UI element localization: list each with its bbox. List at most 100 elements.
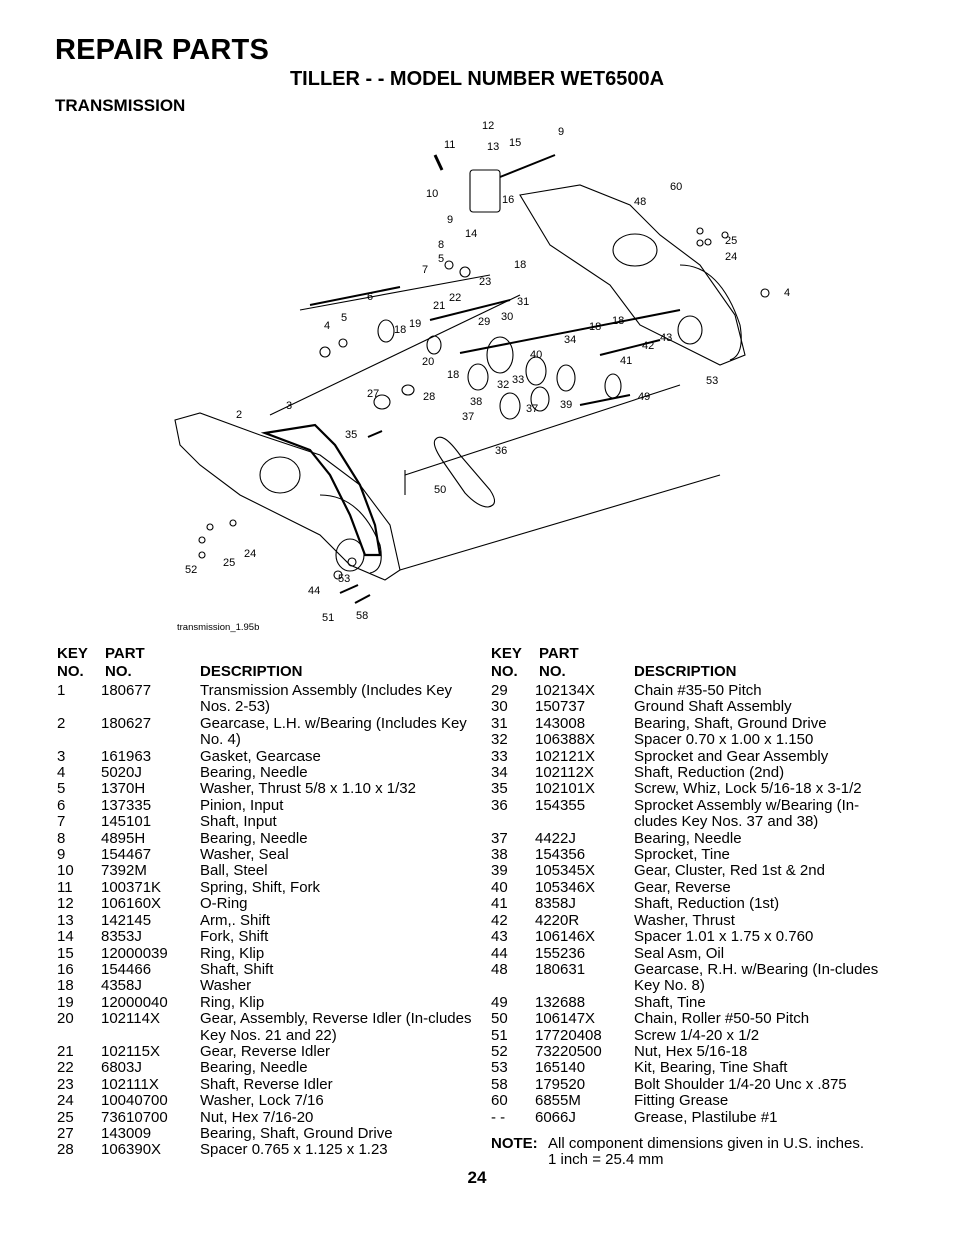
- callout-number: 16: [502, 194, 514, 206]
- callout-number: 50: [434, 484, 446, 496]
- part-number: 8353J: [101, 928, 142, 946]
- callout-number: 31: [517, 296, 529, 308]
- part-description: Pinion, Input: [200, 796, 284, 814]
- callout-number: 39: [560, 399, 572, 411]
- note-label: NOTE:: [491, 1135, 538, 1152]
- part-number: 12000039: [101, 944, 168, 962]
- part-number: 6803J: [101, 1059, 142, 1077]
- description-header: DESCRIPTION: [634, 663, 737, 680]
- part-number: 5020J: [101, 764, 142, 782]
- needle-bearing: [319, 346, 331, 358]
- callout-number: 53: [706, 375, 718, 387]
- part-key-number: 50: [491, 1010, 508, 1028]
- part-description: Transmission Assembly (Includes Key Nos.…: [200, 682, 453, 716]
- part-number: 165140: [535, 1059, 586, 1077]
- part-description: Ground Shaft Assembly: [634, 698, 792, 716]
- callout-number: 27: [367, 388, 379, 400]
- callout-number: 40: [530, 349, 542, 361]
- key-header-line2: NO.: [491, 663, 518, 680]
- gearcase-gasket: [260, 423, 382, 557]
- part-key-number: 2: [57, 714, 66, 732]
- callout-number: 7: [422, 264, 428, 276]
- key-header-line1: KEY: [57, 645, 88, 662]
- part-number: 6855M: [535, 1092, 581, 1110]
- part-number: 100371K: [101, 878, 162, 896]
- roller-chain: [433, 436, 496, 508]
- reverse-gear: [556, 364, 576, 392]
- callout-number: 18: [394, 324, 406, 336]
- model-subtitle: TILLER - - MODEL NUMBER WET6500A: [289, 68, 665, 90]
- callout-number: 24: [725, 251, 737, 263]
- part-description: Spring, Shift, Fork: [200, 878, 321, 896]
- part-number: 154356: [535, 846, 586, 864]
- part-number: 106388X: [535, 731, 596, 749]
- part-key-number: 37: [491, 829, 508, 847]
- part-description: O-Ring: [200, 895, 248, 913]
- part-description: Shaft, Input: [200, 813, 277, 831]
- note-line-1: All component dimensions given in U.S. i…: [548, 1135, 864, 1152]
- part-header-line2: NO.: [539, 663, 566, 680]
- part-key-number: 40: [491, 878, 508, 896]
- part-key-number: 53: [491, 1059, 508, 1077]
- part-key-number: 25: [57, 1108, 74, 1126]
- rh-gearcase: [519, 184, 746, 366]
- part-description: Screw 1/4-20 x 1/2: [634, 1026, 760, 1044]
- shift-fork: [469, 169, 501, 213]
- part-description: Chain #35-50 Pitch: [634, 682, 762, 699]
- part-description: Gear, Assembly, Reverse Idler (In-cludes…: [200, 1010, 472, 1044]
- part-key-number: 18: [57, 977, 74, 995]
- callout-number: 37: [462, 411, 474, 423]
- part-key-number: 31: [491, 714, 508, 732]
- part-key-number: 32: [491, 731, 508, 749]
- figure-caption: transmission_1.95b: [177, 622, 260, 633]
- part-key-number: 42: [491, 911, 508, 929]
- part-key-number: 13: [57, 911, 74, 929]
- part-number: 73220500: [535, 1042, 602, 1060]
- part-description: Sprocket and Gear Assembly: [634, 747, 829, 765]
- part-number: 145101: [101, 813, 152, 831]
- part-description: Shaft, Shift: [200, 960, 274, 978]
- part-key-number: 43: [491, 928, 508, 946]
- part-header-line1: PART: [105, 645, 145, 662]
- callout-number: 51: [322, 612, 334, 624]
- part-number: 102114X: [101, 1010, 160, 1028]
- part-description: Shaft, Reduction (1st): [634, 895, 780, 913]
- page-number: 24: [467, 1168, 487, 1187]
- part-key-number: 4: [57, 764, 66, 782]
- part-key-number: 60: [491, 1092, 508, 1110]
- reverse-idler-gear: [426, 335, 442, 355]
- part-key-number: 9: [57, 846, 66, 864]
- callout-number: 58: [356, 610, 368, 622]
- part-number: 1370H: [101, 780, 146, 798]
- part-description: Bearing, Shaft, Ground Drive: [634, 714, 827, 732]
- callout-number: 9: [447, 214, 453, 226]
- part-number: 105346X: [535, 878, 596, 896]
- part-key-number: 16: [57, 960, 74, 978]
- part-description: Chain, Roller #50-50 Pitch: [634, 1010, 810, 1028]
- callout-number: 13: [487, 141, 499, 153]
- part-description: Sprocket, Tine: [634, 846, 730, 864]
- ground-shaft: [459, 309, 681, 354]
- tine-sprocket: [499, 392, 521, 420]
- part-key-number: 23: [57, 1075, 74, 1093]
- part-description: Gear, Reverse: [634, 878, 731, 896]
- part-key-number: 27: [57, 1124, 74, 1142]
- part-number: 12000040: [101, 993, 168, 1011]
